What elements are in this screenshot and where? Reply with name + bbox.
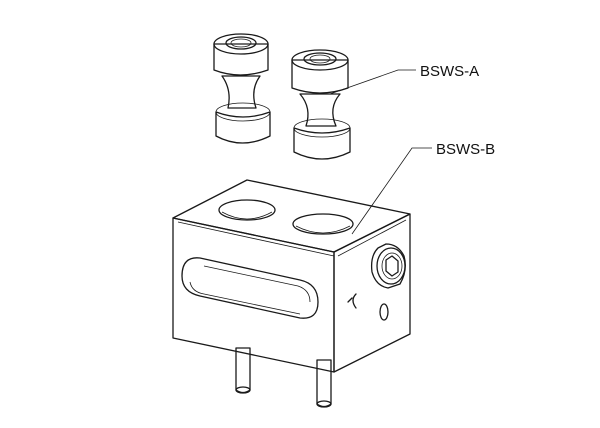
- block-top-face: [172, 179, 411, 253]
- bushing-left-bore: [225, 36, 257, 50]
- bushing-left-bore-inner: [230, 38, 252, 48]
- side-slot-hole: [379, 303, 389, 321]
- callout-bsws-a-label: BSWS-A: [420, 63, 479, 80]
- retaining-ring-mark: [352, 293, 357, 309]
- bushing-left-top-face: [213, 33, 269, 55]
- block-front-slot: [181, 257, 319, 319]
- side-screw-head: [376, 247, 406, 285]
- callout-bsws-b-leader: [351, 147, 432, 235]
- block-top-hole-right: [292, 213, 354, 235]
- callout-bsws-b-label: BSWS-B: [436, 141, 495, 158]
- callout-bsws-a: BSWS-A: [329, 63, 479, 95]
- bushing-right-bore-inner: [309, 54, 331, 64]
- bushing-left-neck: [221, 75, 261, 109]
- block-top-hole-left: [218, 199, 276, 221]
- bushing-right-bore: [303, 52, 337, 66]
- bushing-left-bottom-cylinder: [215, 111, 271, 144]
- bushing-left-shoulder: [215, 102, 271, 122]
- bushing-right: [291, 49, 351, 160]
- side-screw: [370, 243, 406, 289]
- pin-right: [316, 359, 332, 408]
- bushing-left-top-cylinder: [213, 43, 269, 76]
- locating-pins: [235, 347, 332, 408]
- block-right-face: [333, 213, 411, 373]
- callout-bsws-b: BSWS-B: [351, 141, 495, 235]
- bushing-right-shoulder: [293, 118, 351, 138]
- mounting-block: [172, 179, 411, 373]
- hex-socket-icon: [385, 255, 399, 277]
- bushing-right-bottom-cylinder: [293, 127, 351, 160]
- callout-bsws-a-leader: [329, 69, 416, 95]
- bushing-right-top-face: [291, 49, 349, 71]
- bushing-left: [213, 33, 271, 144]
- pin-left: [235, 347, 251, 394]
- bushing-right-neck: [299, 93, 341, 127]
